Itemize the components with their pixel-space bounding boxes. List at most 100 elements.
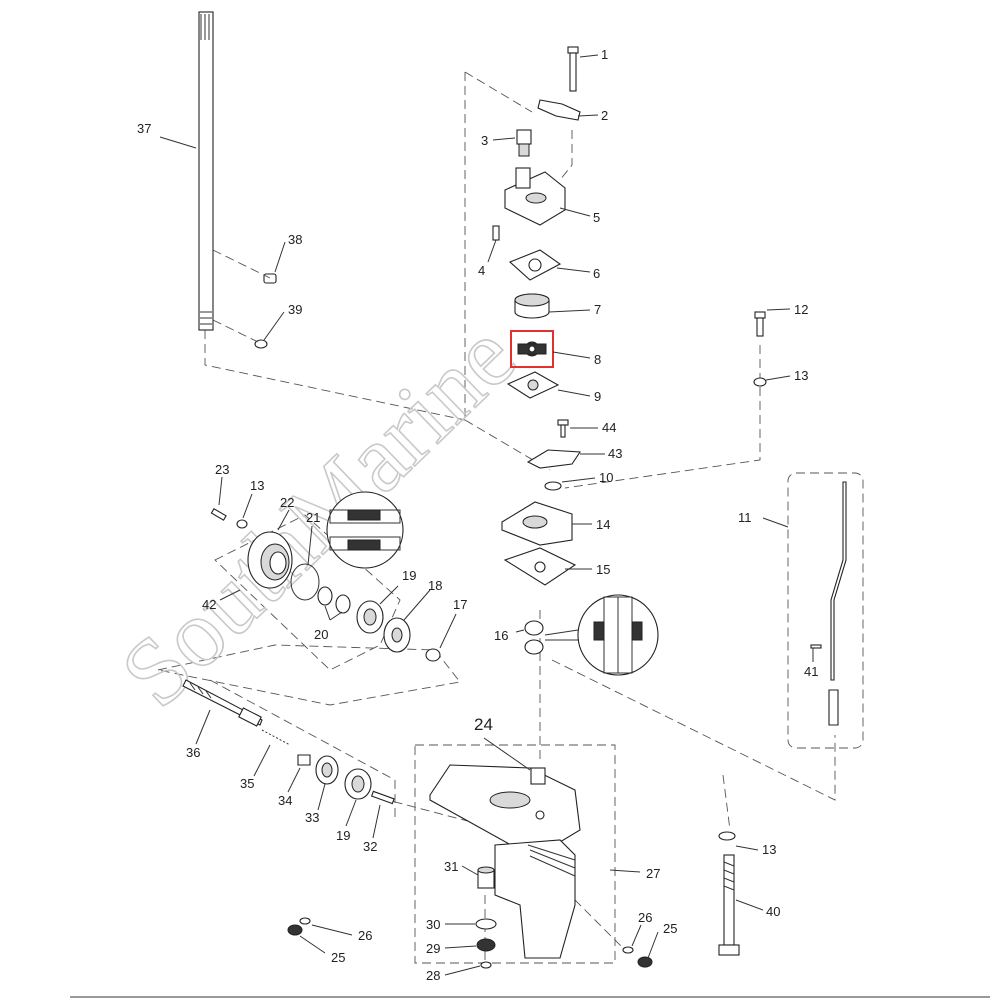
part-20-seals <box>317 586 351 614</box>
part-13-washer-left <box>236 519 248 529</box>
label-25-right: 25 <box>663 921 677 936</box>
part-9-plate <box>506 371 560 399</box>
part-13-washer-right <box>753 377 767 387</box>
part-22-bearing-housing <box>247 531 293 589</box>
part-6-gasket <box>508 249 562 281</box>
label-40: 40 <box>766 904 780 919</box>
part-11-shift-rod <box>810 481 847 726</box>
label-4: 4 <box>478 263 485 278</box>
label-18: 18 <box>428 578 442 593</box>
label-22: 22 <box>280 495 294 510</box>
highlight-box <box>510 330 554 368</box>
label-41: 41 <box>804 664 818 679</box>
part-14-base <box>501 501 573 546</box>
part-33-gear <box>315 755 339 785</box>
label-42: 42 <box>202 597 216 612</box>
label-9: 9 <box>594 389 601 404</box>
part-24-bushing <box>530 767 546 785</box>
label-28: 28 <box>426 968 440 983</box>
part-18-gear <box>383 617 411 653</box>
part-34-clip <box>297 754 311 766</box>
part-number-labels: 1 2 3 4 5 6 7 8 9 10 11 12 13 13 13 14 1… <box>137 47 818 983</box>
label-44: 44 <box>602 420 616 435</box>
label-5: 5 <box>593 210 600 225</box>
part-38-pin <box>263 273 277 284</box>
label-7: 7 <box>594 302 601 317</box>
label-32: 32 <box>363 839 377 854</box>
label-25-left: 25 <box>331 950 345 965</box>
part-26-screw-left <box>299 917 311 925</box>
detail-view-20 <box>326 491 404 569</box>
label-24: 24 <box>474 715 493 734</box>
part-43-plate <box>526 449 581 469</box>
part-13-washer-lower <box>718 831 736 841</box>
part-31-nut <box>477 866 495 889</box>
label-13-left: 13 <box>250 478 264 493</box>
part-15-gasket <box>503 547 577 586</box>
label-38: 38 <box>288 232 302 247</box>
part-1-bolt <box>567 46 579 92</box>
label-2: 2 <box>601 108 608 123</box>
label-37: 37 <box>137 121 151 136</box>
leader-lines <box>159 54 814 976</box>
part-4-dowel-pin <box>492 225 500 241</box>
label-36: 36 <box>186 745 200 760</box>
label-11: 11 <box>738 510 752 525</box>
part-16-bushings <box>524 620 544 655</box>
label-39: 39 <box>288 302 302 317</box>
part-17-washer <box>425 648 441 662</box>
label-35: 35 <box>240 776 254 791</box>
label-27: 27 <box>646 866 660 881</box>
label-26-left: 26 <box>358 928 372 943</box>
label-31: 31 <box>444 859 458 874</box>
label-13-right: 13 <box>794 368 808 383</box>
label-6: 6 <box>593 266 600 281</box>
label-14: 14 <box>596 517 610 532</box>
label-3: 3 <box>481 133 488 148</box>
label-34: 34 <box>278 793 292 808</box>
label-8: 8 <box>594 352 601 367</box>
part-2-plate <box>537 99 581 121</box>
part-28-washer <box>480 961 492 969</box>
label-23: 23 <box>215 462 229 477</box>
part-3-fitting <box>516 129 532 157</box>
label-1: 1 <box>601 47 608 62</box>
label-19-upper: 19 <box>402 568 416 583</box>
part-19-bearing-upper <box>356 600 384 634</box>
label-16: 16 <box>494 628 508 643</box>
part-26-screw-right <box>622 946 634 954</box>
label-20: 20 <box>314 627 328 642</box>
label-10: 10 <box>599 470 613 485</box>
part-44-screw <box>557 419 569 438</box>
part-30-washer <box>475 918 497 930</box>
label-13-lower: 13 <box>762 842 776 857</box>
part-41-pin <box>810 644 822 649</box>
part-21-oring <box>290 563 320 601</box>
part-36-propeller-shaft <box>182 679 263 727</box>
part-25-nut-right <box>637 956 653 968</box>
part-7-impeller-housing <box>514 293 550 319</box>
label-33: 33 <box>305 810 319 825</box>
part-10-oring <box>544 481 562 491</box>
part-35-spring <box>261 729 291 746</box>
label-26-right: 26 <box>638 910 652 925</box>
part-25-nut-left <box>287 924 303 936</box>
part-8-impeller <box>510 330 554 368</box>
part-40-bolt <box>718 854 740 956</box>
part-5-pump-housing <box>504 167 566 226</box>
part-12-bolt <box>754 311 766 337</box>
part-19-bearing-lower <box>344 768 372 800</box>
part-37-drive-shaft <box>198 11 214 331</box>
label-21: 21 <box>306 510 320 525</box>
part-29-nut <box>476 938 496 952</box>
part-23-screw <box>210 508 227 521</box>
label-12: 12 <box>794 302 808 317</box>
label-29: 29 <box>426 941 440 956</box>
detail-view-16 <box>544 594 659 676</box>
label-15: 15 <box>596 562 610 577</box>
label-17: 17 <box>453 597 467 612</box>
label-19-lower: 19 <box>336 828 350 843</box>
part-32-pin <box>370 790 395 805</box>
